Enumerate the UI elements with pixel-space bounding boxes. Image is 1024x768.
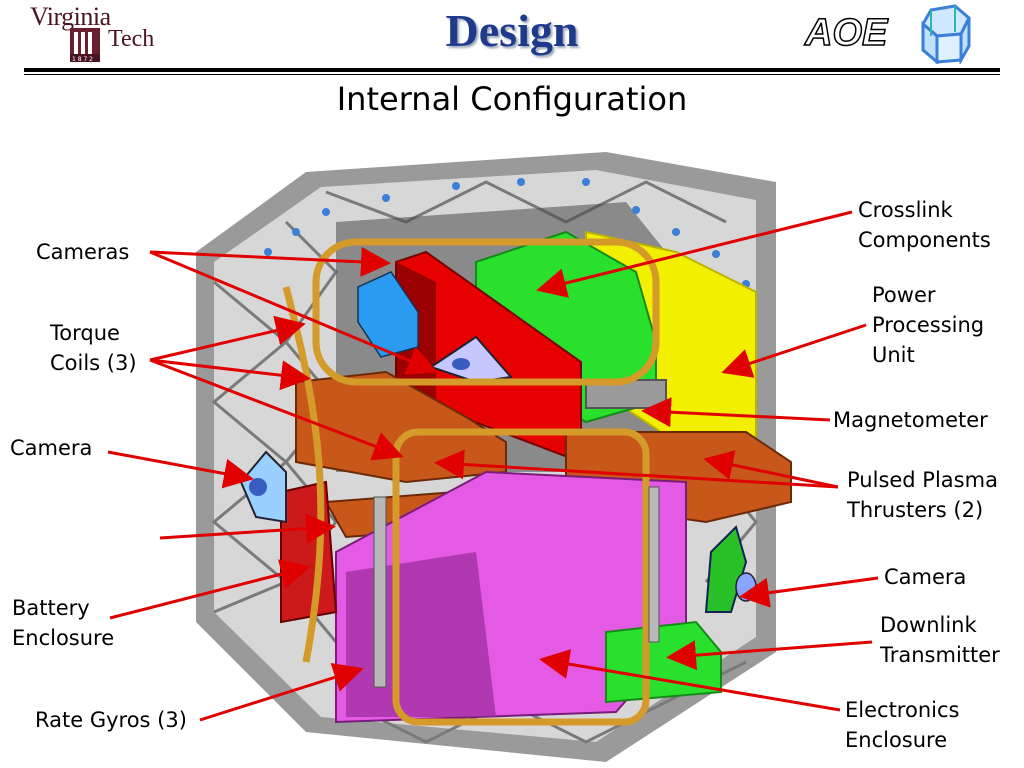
satellite-prism-icon xyxy=(921,4,971,64)
label-ppt-line2: Thrusters (2) xyxy=(847,498,984,522)
header-divider-thick xyxy=(24,68,1000,72)
label-ppt-line1: Pulsed Plasma xyxy=(847,468,998,492)
rate-gyros xyxy=(346,552,496,717)
label-rate-gyros: Rate Gyros (3) xyxy=(35,708,187,732)
label-electronics-line1: Electronics xyxy=(845,698,960,722)
torque-coil-front xyxy=(392,428,650,726)
label-camera-right: Camera xyxy=(884,565,967,589)
aoe-logo-text: AOE xyxy=(804,11,888,55)
label-crosslink-line2: Components xyxy=(858,228,991,252)
logo-vt-word-virginia: Virginia xyxy=(30,2,111,31)
logo-vt-word-tech: Tech xyxy=(108,26,155,52)
label-downlink-line2: Transmitter xyxy=(880,643,1000,667)
label-electronics-line2: Enclosure xyxy=(845,728,948,752)
top-camera xyxy=(428,335,513,384)
battery-enclosure xyxy=(280,480,338,624)
slide-title: Design xyxy=(445,5,579,56)
virginia-tech-logo: Virginia Tech 1 8 7 2 xyxy=(28,2,168,66)
label-power-line3: Unit xyxy=(872,343,915,367)
label-magnetometer: Magnetometer xyxy=(833,408,988,432)
downlink-transmitter xyxy=(605,620,722,704)
label-downlink-line1: Downlink xyxy=(880,613,977,637)
satellite-internal-render xyxy=(186,142,804,768)
label-crosslink-line1: Crosslink xyxy=(858,198,953,222)
label-camera-left: Camera xyxy=(10,436,93,460)
slide-header: Virginia Tech 1 8 7 2 Design AOE xyxy=(0,0,1024,76)
label-cameras: Cameras xyxy=(36,240,130,264)
label-torque-coils-line2: Coils (3) xyxy=(50,351,137,375)
label-torque-coils-line1: Torque xyxy=(50,321,120,345)
header-divider-thin xyxy=(24,74,1000,75)
label-power-line2: Processing xyxy=(872,313,985,337)
label-battery-line1: Battery xyxy=(12,596,90,620)
slide-subtitle: Internal Configuration xyxy=(336,80,688,118)
label-battery-line2: Enclosure xyxy=(12,626,115,650)
vt-hokie-stone-icon xyxy=(70,28,100,62)
aoe-logo: AOE xyxy=(804,4,985,64)
logo-vt-year: 1 8 7 2 xyxy=(72,56,93,63)
label-power-line1: Power xyxy=(872,283,936,307)
